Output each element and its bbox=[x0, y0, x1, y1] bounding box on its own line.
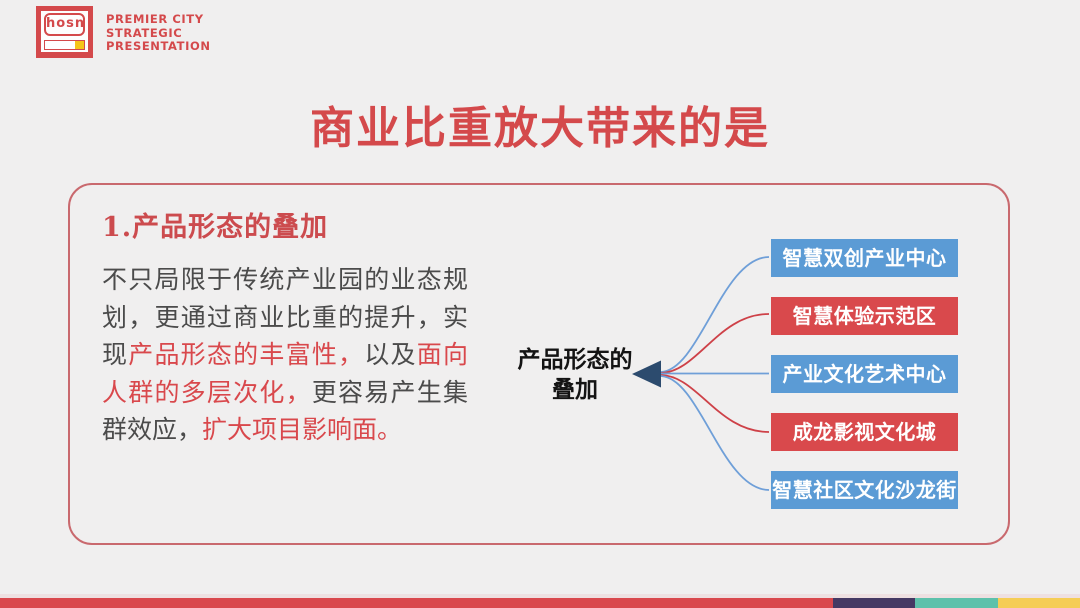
footer-bar-yellow bbox=[998, 598, 1080, 608]
footer-bar-purple bbox=[833, 598, 915, 608]
tagline-line: STRATEGIC bbox=[106, 25, 183, 40]
diagram-node-1: 智慧双创产业中心 bbox=[771, 239, 958, 277]
diagram-node-4: 成龙影视文化城 bbox=[771, 413, 958, 451]
paragraph-segment-red: 面向人群的多层次化， bbox=[102, 340, 468, 407]
paragraph-segment-dark: 不只局限于传统产业园的业态规划，更通过商业比重的提升，实现 bbox=[102, 265, 468, 369]
logo-underline-bar bbox=[44, 40, 85, 50]
logo-yellow-accent bbox=[75, 41, 84, 49]
tagline-line: PREMIER CITY bbox=[106, 12, 204, 26]
tagline-line: PRESENTATION bbox=[106, 39, 211, 53]
center-label-line1: 产品形态的 bbox=[517, 347, 633, 373]
diagram-node-5: 智慧社区文化沙龙街 bbox=[771, 471, 958, 509]
page-title: 商业比重放大带来的是 bbox=[310, 103, 770, 154]
logo-wordmark: hosn bbox=[44, 13, 85, 36]
center-label-line2: 叠加 bbox=[552, 377, 598, 403]
section-heading: 1.产品形态的叠加 bbox=[102, 212, 329, 243]
diagram-center-label: 产品形态的 叠加 bbox=[490, 345, 660, 405]
paragraph-segment-dark: 更容易产生集群效应， bbox=[102, 377, 468, 445]
diagram-node-3: 产业文化艺术中心 bbox=[771, 355, 958, 393]
diagram-node-2: 智慧体验示范区 bbox=[771, 297, 958, 335]
body-paragraph: 不只局限于传统产业园的业态规划，更通过商业比重的提升，实现产品形态的丰富性，以及… bbox=[102, 261, 468, 449]
brand-tagline: PREMIER CITY STRATEGIC PRESENTATION bbox=[106, 12, 211, 54]
footer-bar-red bbox=[0, 598, 833, 608]
content-card: 1.产品形态的叠加 不只局限于传统产业园的业态规划，更通过商业比重的提升，实现产… bbox=[68, 183, 1010, 545]
logo-inner-panel: hosn bbox=[41, 11, 88, 52]
footer-bar-teal bbox=[915, 598, 998, 608]
paragraph-segment-red: 扩大项目影响面。 bbox=[202, 415, 403, 444]
paragraph-segment-dark: 以及 bbox=[364, 340, 417, 369]
paragraph-segment-red: 产品形态的丰富性， bbox=[128, 340, 365, 369]
company-logo: hosn bbox=[36, 6, 93, 58]
footer-soft-strip bbox=[0, 594, 1080, 598]
